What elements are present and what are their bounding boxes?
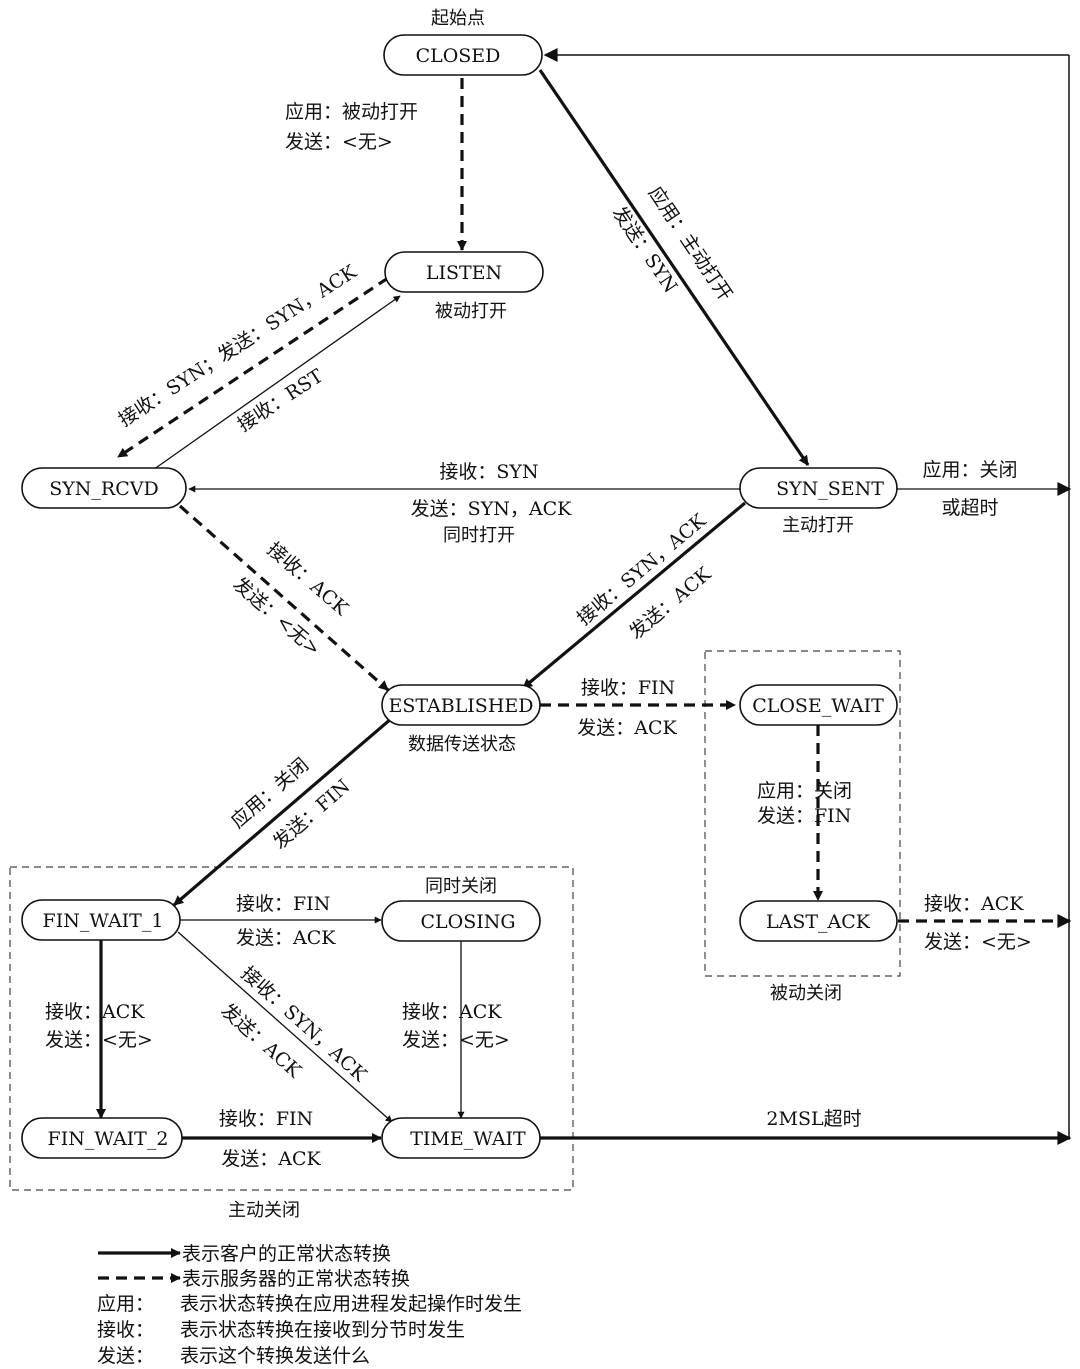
- legend: 表示客户的正常状态转换 表示服务器的正常状态转换 应用： 表示状态转换在应用进程…: [97, 1243, 522, 1367]
- state-label: FIN_WAIT_1: [43, 910, 164, 932]
- legend-dashed-desc: 表示服务器的正常状态转换: [182, 1268, 410, 1290]
- caption-simultaneous-open: 同时打开: [443, 525, 515, 546]
- caption-active-close: 主动关闭: [228, 1200, 300, 1221]
- edge-finwait1-timewait: [177, 931, 393, 1123]
- label-closing-timewait-send: 发送：<无>: [402, 1029, 510, 1051]
- state-established: ESTABLISHED: [381, 684, 541, 726]
- state-label: CLOSED: [416, 45, 501, 67]
- label-closed-listen-send: 发送：<无>: [285, 131, 393, 153]
- label-lastack-closed-send: 发送：<无>: [924, 931, 1032, 953]
- caption-simultaneous-close: 同时关闭: [425, 876, 497, 897]
- state-label: SYN_SENT: [776, 478, 884, 500]
- label-synsent-timeout-or: 或超时: [941, 497, 998, 519]
- legend-app-key: 应用：: [97, 1293, 154, 1315]
- passive-close-group: [704, 650, 901, 977]
- state-label: FIN_WAIT_2: [48, 1128, 169, 1150]
- label-synsent-timeout-app: 应用：关闭: [922, 459, 1017, 481]
- edge-synsent-established: [521, 501, 747, 690]
- active-close-group: [9, 866, 574, 1191]
- legend-recv-key: 接收：: [97, 1319, 154, 1341]
- label-synrcvd-listen: 接收：RST: [234, 365, 328, 436]
- state-label: CLOSING: [420, 911, 515, 933]
- edge-synrcvd-established: [178, 504, 390, 692]
- state-label: LISTEN: [426, 262, 502, 284]
- state-fin-wait-1: FIN_WAIT_1: [21, 899, 181, 941]
- state-syn-sent: SYN_SENT: [739, 467, 898, 509]
- label-finwait1-closing-send: 发送：ACK: [236, 927, 336, 949]
- state-label: TIME_WAIT: [410, 1128, 526, 1150]
- label-synsent-synrcvd-send: 发送：SYN，ACK: [411, 498, 572, 520]
- label-finwait2-timewait-send: 发送：ACK: [221, 1148, 321, 1170]
- state-closed: CLOSED: [383, 34, 543, 76]
- state-label: LAST_ACK: [766, 911, 871, 933]
- label-lastack-closed-recv: 接收：ACK: [924, 893, 1024, 915]
- legend-send-key: 发送：: [97, 1345, 154, 1367]
- state-label: CLOSE_WAIT: [752, 695, 884, 717]
- edge-synrcvd-listen: [149, 295, 401, 473]
- caption-passive-open: 被动打开: [435, 301, 507, 322]
- label-est-closewait-recv: 接收：FIN: [581, 677, 675, 699]
- edge-established-finwait1: [172, 716, 394, 907]
- label-synsent-synrcvd-recv: 接收：SYN: [439, 461, 538, 483]
- label-finwait2-timewait-recv: 接收：FIN: [219, 1108, 313, 1130]
- caption-data-transfer: 数据传送状态: [408, 734, 516, 755]
- label-closewait-lastack-send: 发送：FIN: [757, 805, 851, 827]
- label-finwait1-finwait2-send: 发送：<无>: [45, 1029, 153, 1051]
- legend-solid-desc: 表示客户的正常状态转换: [182, 1243, 391, 1265]
- state-label: ESTABLISHED: [388, 695, 533, 717]
- label-closed-listen-app: 应用：被动打开: [285, 101, 418, 123]
- label-finwait1-finwait2-recv: 接收：ACK: [45, 1001, 145, 1023]
- state-listen: LISTEN: [384, 251, 544, 293]
- edge-closed-synsent: [538, 69, 810, 466]
- caption-passive-close: 被动关闭: [770, 983, 842, 1004]
- state-time-wait: TIME_WAIT: [381, 1117, 541, 1159]
- state-label: SYN_RCVD: [49, 478, 158, 500]
- state-close-wait: CLOSE_WAIT: [739, 684, 898, 726]
- state-fin-wait-2: FIN_WAIT_2: [21, 1117, 183, 1159]
- label-closewait-lastack-app: 应用：关闭: [757, 780, 852, 802]
- caption-start-point: 起始点: [431, 8, 485, 29]
- label-timewait-closed: 2MSL超时: [766, 1108, 861, 1130]
- legend-app-desc: 表示状态转换在应用进程发起操作时发生: [180, 1293, 522, 1315]
- state-last-ack: LAST_ACK: [739, 900, 898, 942]
- label-listen-synrcvd: 接收：SYN；发送：SYN，ACK: [115, 260, 361, 431]
- state-closing: CLOSING: [381, 900, 541, 942]
- label-closing-timewait-recv: 接收：ACK: [402, 1001, 502, 1023]
- legend-send-desc: 表示这个转换发送什么: [180, 1345, 370, 1367]
- label-finwait1-closing-recv: 接收：FIN: [236, 893, 330, 915]
- legend-recv-desc: 表示状态转换在接收到分节时发生: [180, 1319, 465, 1341]
- state-syn-rcvd: SYN_RCVD: [21, 467, 187, 509]
- caption-active-open: 主动打开: [782, 515, 854, 536]
- label-est-closewait-send: 发送：ACK: [577, 717, 677, 739]
